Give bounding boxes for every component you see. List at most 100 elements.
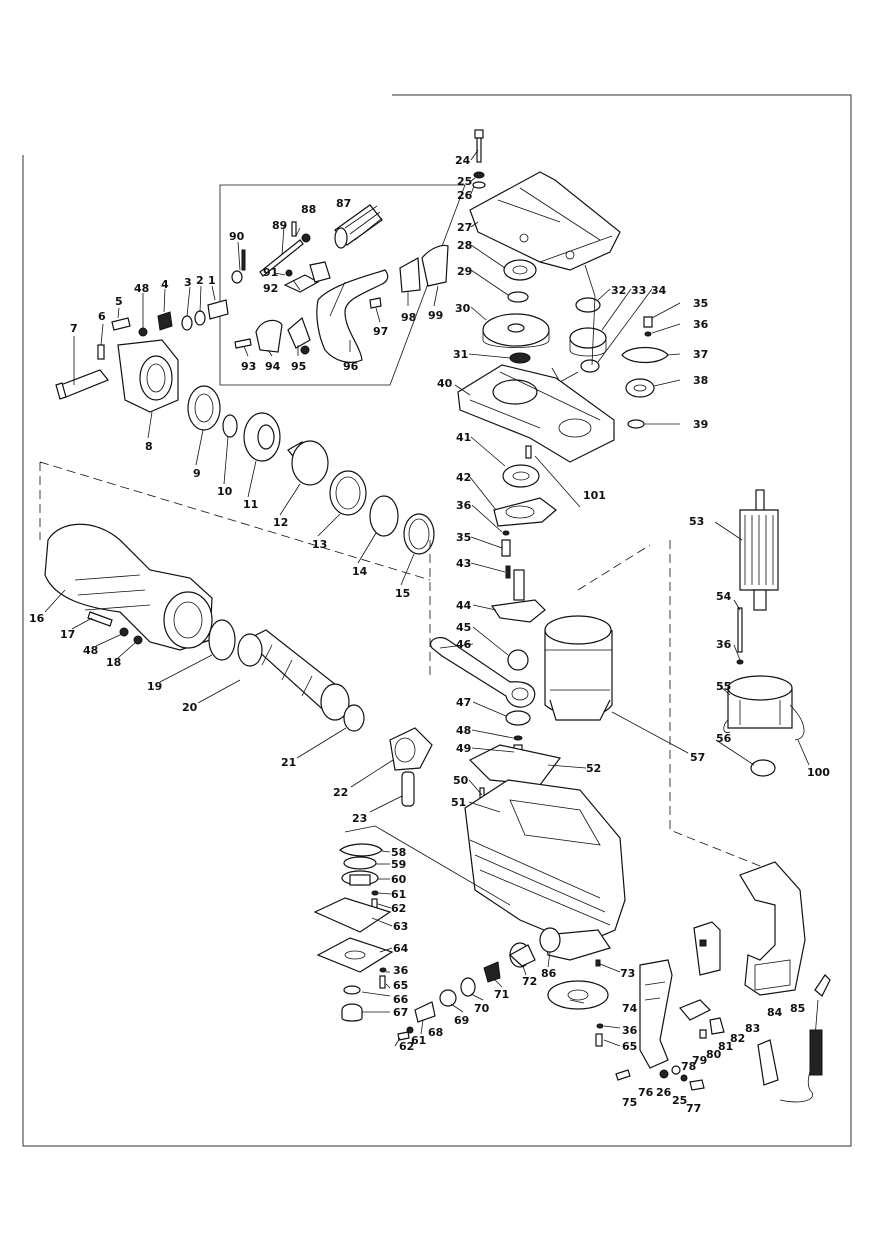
label-29: 29 bbox=[457, 265, 472, 278]
label-73: 73 bbox=[620, 967, 635, 980]
part-63-gasket bbox=[313, 897, 392, 933]
part-53-armature bbox=[739, 489, 779, 611]
label-84: 84 bbox=[767, 1006, 783, 1019]
label-42: 42 bbox=[456, 471, 471, 484]
part-67-cap bbox=[341, 1003, 363, 1022]
label-28: 28 bbox=[457, 239, 472, 252]
part-56-bearing bbox=[750, 759, 776, 777]
part-32-bearing bbox=[575, 297, 601, 313]
part-25-washer-low bbox=[680, 1074, 688, 1082]
part-27-gear-cover bbox=[469, 171, 621, 271]
part-76-nut bbox=[659, 1069, 669, 1079]
label-16: 16 bbox=[29, 612, 45, 625]
part-81-spring bbox=[709, 1017, 725, 1035]
label-32: 32 bbox=[611, 284, 626, 297]
part-23-piston-pin bbox=[401, 771, 415, 807]
part-22-piston bbox=[389, 727, 433, 771]
label-40: 40 bbox=[437, 377, 453, 390]
part-61-washer-a bbox=[371, 890, 379, 896]
part-9-bearing bbox=[187, 385, 221, 431]
part-43-key bbox=[505, 565, 511, 579]
part-6-pin bbox=[97, 344, 105, 360]
label-80: 80 bbox=[706, 1048, 722, 1061]
part-7-chisel-retainer bbox=[55, 369, 109, 400]
part-42-bearing-plate bbox=[493, 497, 557, 527]
label-61: 61 bbox=[391, 888, 406, 901]
part-14-o-ring bbox=[369, 495, 399, 537]
label-5: 5 bbox=[115, 295, 123, 308]
part-40-gear-housing bbox=[457, 364, 615, 463]
part-65-screw-low bbox=[595, 1033, 603, 1047]
label-59: 59 bbox=[391, 858, 406, 871]
label-25: 25 bbox=[672, 1094, 687, 1107]
label-12: 12 bbox=[273, 516, 288, 529]
part-90-stud bbox=[241, 249, 246, 271]
label-49: 49 bbox=[456, 742, 471, 755]
label-95: 95 bbox=[291, 360, 306, 373]
part-71-lever bbox=[483, 961, 501, 983]
label-55: 55 bbox=[716, 680, 731, 693]
part-52-gasket bbox=[468, 744, 562, 786]
part-35-screw-mid bbox=[501, 539, 511, 557]
part-12-cylinder bbox=[287, 440, 329, 486]
label-50: 50 bbox=[453, 774, 469, 787]
label-87: 87 bbox=[336, 197, 351, 210]
leader-lines bbox=[44, 149, 810, 1047]
label-48: 48 bbox=[456, 724, 471, 737]
label-35: 35 bbox=[456, 531, 471, 544]
part-101-screw bbox=[525, 445, 532, 459]
label-11: 11 bbox=[243, 498, 258, 511]
label-67: 67 bbox=[393, 1006, 408, 1019]
part-labels: 1 2 3 4 48 5 6 7 8 9 10 11 12 13 14 15 1… bbox=[29, 154, 830, 1115]
part-2-ring bbox=[194, 310, 206, 326]
part-98-clamp-half bbox=[399, 257, 421, 293]
label-58: 58 bbox=[391, 846, 406, 859]
label-22: 22 bbox=[333, 786, 348, 799]
label-33: 33 bbox=[631, 284, 646, 297]
label-8: 8 bbox=[145, 440, 153, 453]
part-35-screw-top bbox=[643, 316, 653, 328]
label-51: 51 bbox=[451, 796, 466, 809]
label-7: 7 bbox=[70, 322, 78, 335]
label-60: 60 bbox=[391, 873, 407, 886]
part-36-washer-motor bbox=[736, 659, 744, 665]
part-36-washer-low bbox=[596, 1023, 604, 1029]
label-1: 1 bbox=[208, 274, 216, 287]
part-41-bearing bbox=[502, 464, 540, 488]
part-78-side-handle bbox=[639, 959, 673, 1069]
part-89-rod bbox=[259, 239, 304, 277]
part-88-nut bbox=[301, 233, 311, 243]
label-53: 53 bbox=[689, 515, 704, 528]
label-10: 10 bbox=[217, 485, 233, 498]
label-19: 19 bbox=[147, 680, 162, 693]
label-94: 94 bbox=[265, 360, 281, 373]
part-69-ring bbox=[439, 989, 457, 1007]
label-77: 77 bbox=[686, 1102, 701, 1115]
label-61: 61 bbox=[411, 1034, 426, 1047]
part-93-screw bbox=[234, 338, 252, 349]
label-26: 26 bbox=[457, 189, 473, 202]
part-65-screw-lowleft bbox=[379, 975, 386, 989]
label-81: 81 bbox=[718, 1040, 733, 1053]
part-60-cap bbox=[341, 870, 379, 886]
part-85-rear-handle bbox=[739, 861, 806, 996]
part-46-connecting-rod bbox=[430, 636, 536, 708]
label-69: 69 bbox=[454, 1014, 469, 1027]
label-18: 18 bbox=[106, 656, 121, 669]
label-48: 48 bbox=[83, 644, 98, 657]
part-17-bolt bbox=[87, 611, 113, 627]
part-24-bolt bbox=[474, 129, 484, 163]
lower-group-outline bbox=[344, 825, 511, 906]
label-24: 24 bbox=[455, 154, 471, 167]
label-54: 54 bbox=[716, 590, 732, 603]
part-48-washer-top bbox=[138, 327, 148, 337]
part-4-spring bbox=[157, 311, 173, 331]
label-68: 68 bbox=[428, 1026, 443, 1039]
label-38: 38 bbox=[693, 374, 708, 387]
label-86: 86 bbox=[541, 967, 557, 980]
label-6: 6 bbox=[98, 310, 106, 323]
label-99: 99 bbox=[428, 309, 443, 322]
accessory-group-outline bbox=[219, 184, 466, 386]
part-30-large-gear bbox=[482, 313, 550, 348]
